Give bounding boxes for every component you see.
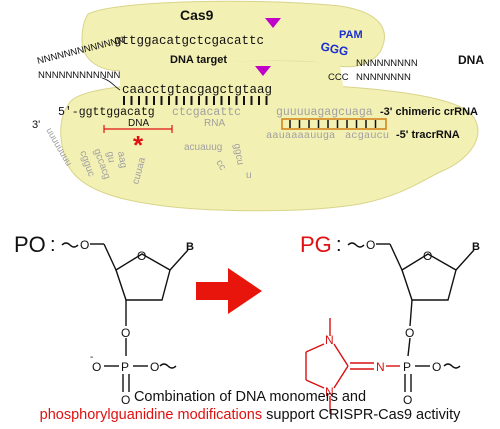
pg-base-bond: [455, 249, 475, 271]
crrna-label: -3' chimeric crRNA: [380, 106, 478, 118]
modification-asterisk: *: [133, 130, 144, 160]
pg-o3-atom: O: [405, 326, 414, 340]
pg-ch2-n3-bond: [305, 379, 325, 389]
loop-center-seq: acuauug: [184, 142, 222, 153]
po-sugar-ring: [115, 253, 171, 301]
pg-ring-oxygen: O: [423, 249, 432, 263]
pg-n1-atom: N: [325, 333, 334, 347]
pg-label: PG: [300, 232, 332, 257]
po-o-minus-atom: O: [92, 360, 101, 374]
po-colon: :: [50, 234, 56, 256]
pg-nucleotide-structure: [347, 242, 475, 392]
dna-label: DNA: [458, 53, 484, 67]
pg-c-n1-bond: [333, 343, 349, 367]
tracrrna-top-sequence: aauaaaauuga: [266, 130, 335, 142]
caption-text-2: support CRISPR-Cas9 activity: [262, 407, 461, 423]
loop-center-seq-2: cc: [213, 158, 228, 172]
po-minus-sign: -: [90, 352, 93, 363]
pg-n3-atom: N: [325, 385, 334, 399]
loop-right-seq: ggcu: [231, 143, 246, 166]
base-pair-ticks: [123, 96, 268, 105]
pg-guanidine-group: [305, 318, 400, 414]
pg-n1-ch2-bond: [305, 343, 325, 353]
po-p-atom: P: [121, 360, 129, 374]
tracrrna-label: -5' tracrRNA: [396, 129, 460, 141]
pg-c5-c4-bond: [389, 243, 403, 271]
loop-mid-seq-a: gu: [104, 151, 117, 164]
caption-line-1: Combination of DNA monomers and: [0, 389, 500, 405]
po-wavy-bond-3prime: [159, 363, 177, 369]
pg-c3-o-bond: [409, 299, 413, 327]
po-wavy-bond-5prime: [61, 242, 79, 248]
pg-base-b: B: [472, 241, 480, 253]
pg-wavy-bond-3prime: [443, 363, 461, 369]
rna-region-label: RNA: [204, 118, 225, 129]
po-o5-atom: O: [80, 238, 89, 252]
caption-highlight: phosphorylguanidine modifications: [39, 407, 263, 423]
pg-c-n3-bond: [333, 365, 349, 389]
po-o-ester-atom: O: [150, 360, 159, 374]
pg-o-ester-atom: O: [432, 360, 441, 374]
cas9-protein-neck: [120, 60, 344, 96]
bottom-strand-ccc: CCC: [328, 72, 349, 83]
tracrrna-bottom-sequence: acgaucu: [345, 130, 389, 142]
tracr-pair-ticks: [289, 120, 377, 128]
pg-p-atom: P: [403, 360, 411, 374]
crrna-repeat: guuuuagagcuaga: [276, 106, 373, 119]
pam-sequence-top: GGG: [319, 39, 349, 59]
po-ring-oxygen: O: [137, 249, 146, 263]
crrna-rna-part: ctcgacattc: [172, 106, 241, 119]
po-base-bond: [169, 249, 189, 271]
pg-o5-atom: O: [366, 238, 375, 252]
dna-region-label: DNA: [128, 118, 149, 129]
bottom-strand-n-right: NNNNNNNN: [356, 72, 411, 83]
three-prime-label: 3': [32, 119, 40, 131]
bottom-strand-target-sequence: caacctgtacgagctgtaag: [122, 83, 272, 97]
pg-o-double-atom: O: [403, 393, 412, 407]
pg-imine-n-atom: N: [376, 360, 385, 374]
pg-colon: :: [336, 234, 342, 256]
top-strand-n-right: NNNNNNNNN: [356, 58, 418, 69]
po-c5-c4-bond: [103, 243, 117, 271]
cas9-label: Cas9: [180, 7, 214, 23]
loop-mid-seq-b: aag: [115, 151, 129, 169]
caption-line-2: phosphorylguanidine modifications suppor…: [0, 407, 500, 423]
po-nucleotide-structure: [61, 242, 189, 392]
pam-label: PAM: [339, 29, 363, 41]
dna-target-label: DNA target: [170, 54, 227, 66]
crrna-dna-part: 5'-ggttggacatg: [58, 106, 155, 119]
po-base-b: B: [186, 241, 194, 253]
conversion-arrow: [196, 268, 262, 314]
loop-tail: u: [246, 170, 252, 181]
cas9-complex-panel: Cas9 PAM DNA target DNA NNNNNNNNNNNNN gt…: [32, 0, 484, 212]
top-strand-target-sequence: gttggacatgctcgacattc: [114, 34, 264, 48]
po-label: PO: [14, 232, 46, 257]
chemistry-panel: PO : O O B O P O - O O PG :: [14, 232, 480, 414]
cut-site-marker-bottom: [255, 66, 271, 76]
po-o3-atom: O: [121, 326, 130, 340]
tracr-duplex-box: [281, 118, 387, 130]
bottom-strand-n-left: NNNNNNNNNNNN: [38, 70, 120, 81]
cut-site-marker-top: [265, 18, 281, 28]
pg-wavy-bond-5prime: [347, 242, 365, 248]
pg-o-p-bond: [407, 337, 411, 357]
po-o-double-atom: O: [121, 393, 130, 407]
bottom-strand-bend: [101, 77, 121, 91]
pg-sugar-ring: [401, 253, 457, 301]
caption-text-1: Combination of DNA monomers and: [133, 389, 367, 405]
